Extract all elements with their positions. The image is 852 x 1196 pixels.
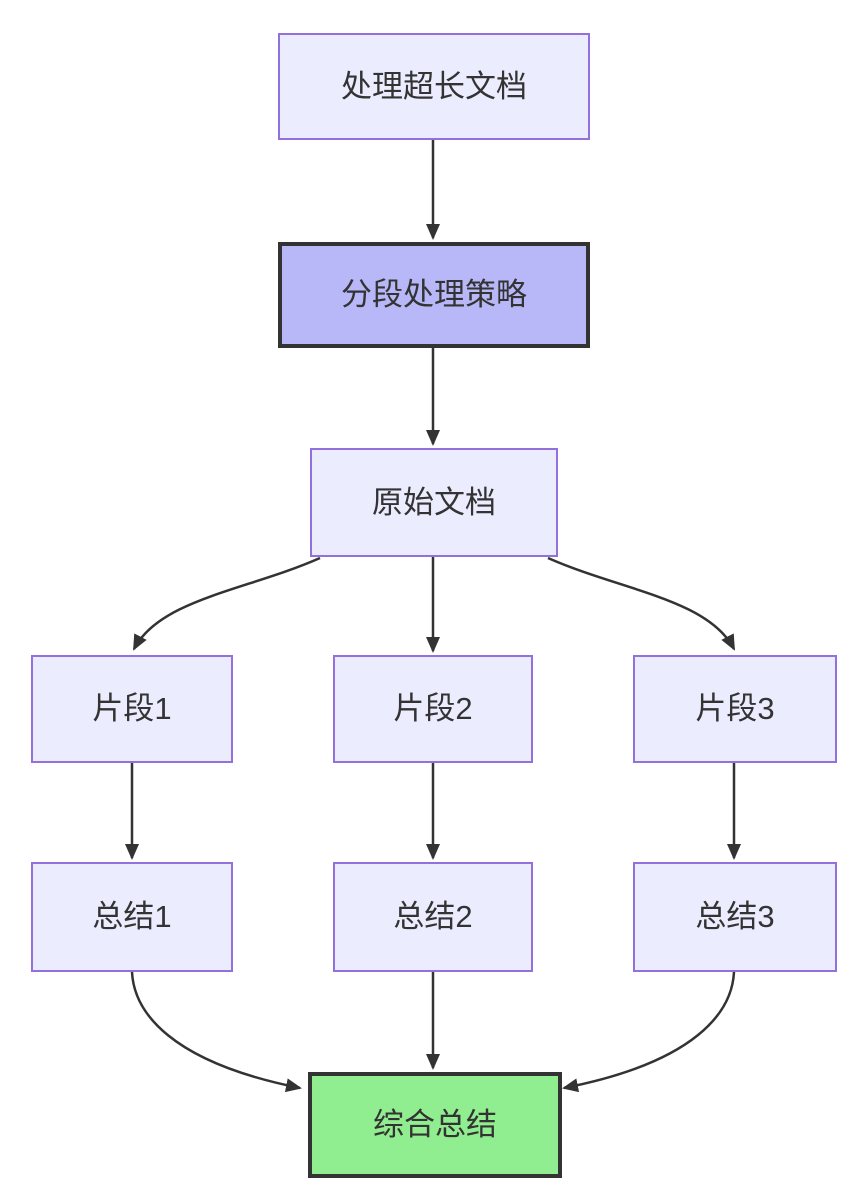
node-fragment-2: 片段2 — [333, 655, 533, 763]
node-summary-2: 总结2 — [333, 862, 533, 972]
edge-summary1-to-final — [130, 971, 302, 1093]
node-original-document: 原始文档 — [310, 448, 558, 557]
edge-original-to-fragment1 — [132, 556, 321, 651]
node-process-long-document: 处理超长文档 — [278, 33, 590, 140]
node-final-summary: 综合总结 — [308, 1072, 562, 1178]
edge-original-to-fragment3 — [547, 556, 736, 651]
node-summary-3: 总结3 — [633, 862, 837, 972]
node-summary-1: 总结1 — [31, 862, 233, 972]
node-fragment-1: 片段1 — [31, 655, 233, 763]
node-fragment-3: 片段3 — [633, 655, 837, 763]
node-segmentation-strategy: 分段处理策略 — [278, 242, 590, 348]
edge-summary3-to-final — [562, 971, 736, 1093]
